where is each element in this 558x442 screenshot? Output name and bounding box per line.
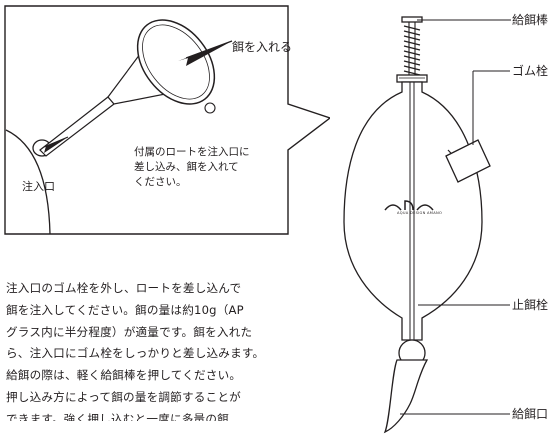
label-rubber-plug: ゴム栓 — [512, 64, 549, 78]
feed-arrow — [178, 41, 232, 66]
instruction-line: 差し込み、餌を入れて — [134, 161, 239, 173]
instruction-line: 付属のロートを注入口に — [134, 146, 250, 158]
paragraph-line: 給餌の際は、軽く給餌棒を押してください。 — [6, 368, 242, 383]
funnel-rim — [136, 19, 216, 105]
paragraph-line: 餌を注入してください。餌の量は約10g（AP — [6, 302, 244, 317]
label-stopper: 止餌栓 — [512, 298, 549, 312]
feeder-diagram: AQUA DESIGN AMANO 給餌棒 ゴム栓 止餌栓 給餌口 — [330, 0, 558, 442]
paragraph-line: グラス内に半分程度）が適量です。餌を入れた — [6, 324, 253, 339]
ada-logo-subtext: AQUA DESIGN AMANO — [397, 211, 443, 215]
ada-logo-mark — [384, 200, 434, 211]
instruction-paragraph: 注入口のゴム栓を外し、ロートを差し込んで 餌を注入してください。餌の量は約10g… — [6, 278, 298, 421]
inlet-label: 注入口 — [22, 180, 55, 193]
feed-callout-label: 餌を入れる — [232, 40, 293, 54]
feeder-drawing — [343, 16, 511, 434]
spring — [403, 25, 421, 76]
paragraph-line: できます。強く押し込むと一度に多量の餌 — [6, 411, 229, 421]
paragraph-line: 押し込み方によって餌の量を調節することが — [6, 389, 241, 404]
instruction-text: 付属のロートを注入口に 差し込み、餌を入れて ください。 — [134, 145, 250, 190]
instruction-line: ください。 — [134, 176, 187, 188]
label-outlet: 給餌口 — [512, 407, 549, 421]
funnel-tab — [204, 102, 216, 114]
outlet-tube — [383, 359, 429, 434]
bottle-edge — [5, 129, 51, 235]
paragraph-line: 注入口のゴム栓を外し、ロートを差し込んで — [6, 281, 242, 295]
rubber-plug-shape — [445, 139, 491, 183]
neck-collar — [396, 74, 428, 83]
inset-drawing — [4, 5, 330, 235]
inlet-arrow — [36, 137, 68, 153]
paragraph-line: ら、注入口にゴム栓をしっかりと差し込みます。 — [6, 346, 265, 361]
inset-illustration: 餌を入れる 付属のロートを注入口に 差し込み、餌を入れて ください。 注入口 — [0, 0, 330, 240]
callout-frame — [4, 5, 330, 235]
label-rod: 給餌棒 — [512, 13, 549, 27]
